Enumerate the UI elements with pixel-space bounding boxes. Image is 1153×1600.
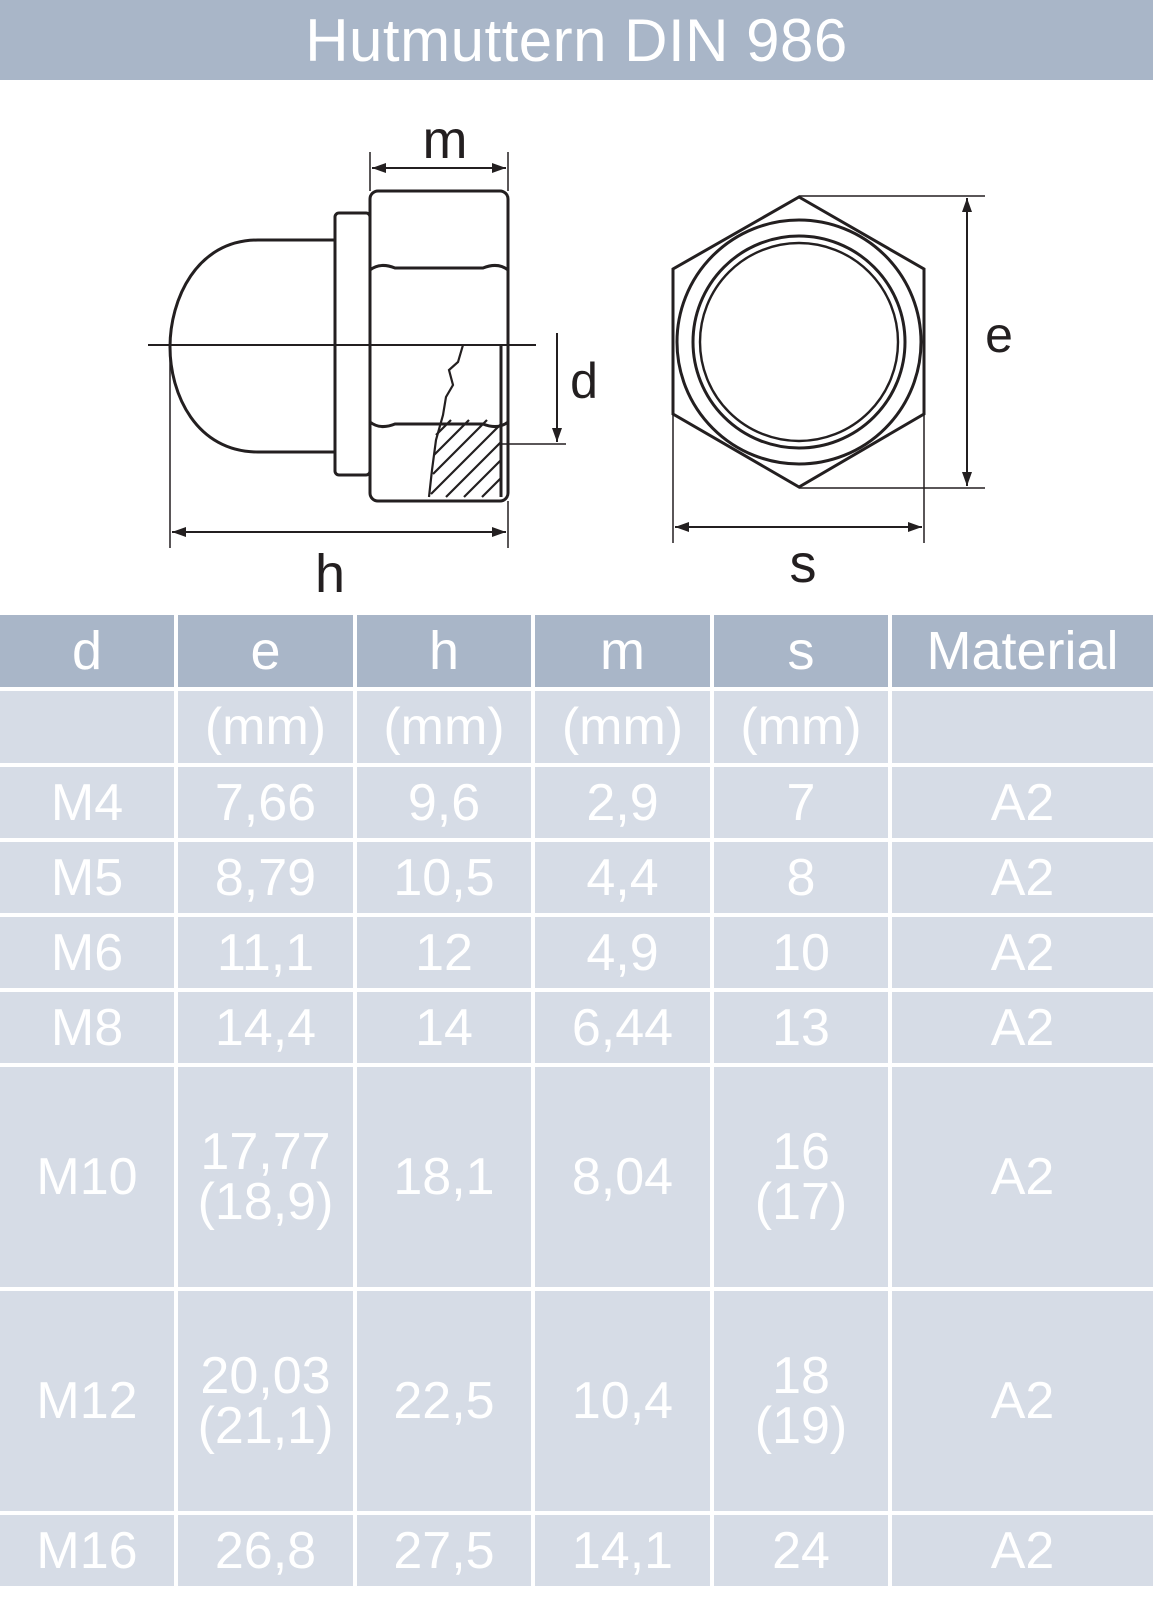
table-cell: 7 [714, 767, 892, 842]
table-cell: A2 [892, 1291, 1153, 1515]
label-h: h [315, 544, 345, 604]
table-cell: A2 [892, 767, 1153, 842]
table-cell: 10,4 [535, 1291, 714, 1515]
table-cell: 10 [714, 917, 892, 992]
page-title: Hutmuttern DIN 986 [0, 0, 1153, 80]
table-cell: 27,5 [357, 1515, 535, 1586]
unit-cell: (mm) [535, 691, 714, 767]
label-e: e [985, 307, 1013, 363]
bore-circle [698, 241, 900, 443]
table-row: M6 11,1 12 4,9 10 A2 [0, 917, 1153, 992]
unit-cell: (mm) [357, 691, 535, 767]
table-cell: 18,1 [357, 1067, 535, 1291]
col-header-s: s [714, 615, 892, 691]
table-cell: M10 [0, 1067, 178, 1291]
table-cell: 6,44 [535, 992, 714, 1067]
unit-cell [892, 691, 1153, 767]
table-cell: 18 (19) [714, 1291, 892, 1515]
unit-cell: (mm) [178, 691, 357, 767]
col-header-material: Material [892, 615, 1153, 691]
table-cell: 26,8 [178, 1515, 357, 1586]
table-cell: A2 [892, 992, 1153, 1067]
table-cell: A2 [892, 842, 1153, 917]
table-row: M10 17,77 (18,9) 18,1 8,04 16 (17) A2 [0, 1067, 1153, 1291]
label-m: m [423, 110, 468, 170]
hexagon [671, 195, 926, 489]
table-cell: 14 [357, 992, 535, 1067]
table-cell: 14,1 [535, 1515, 714, 1586]
col-header-e: e [178, 615, 357, 691]
table-row: M5 8,79 10,5 4,4 8 A2 [0, 842, 1153, 917]
hatch-section [430, 419, 502, 498]
outer-ring [675, 218, 923, 466]
inner-ring [691, 234, 907, 450]
unit-cell [0, 691, 178, 767]
table-cell: 24 [714, 1515, 892, 1586]
table-cell: 8,79 [178, 842, 357, 917]
table-cell: 2,9 [535, 767, 714, 842]
table-cell: A2 [892, 1067, 1153, 1291]
table-cell: 16 (17) [714, 1067, 892, 1291]
spec-table: d e h m s Material (mm) (mm) (mm) (mm) M… [0, 615, 1153, 1586]
table-row: M12 20,03 (21,1) 22,5 10,4 18 (19) A2 [0, 1291, 1153, 1515]
col-header-h: h [357, 615, 535, 691]
table-cell: M5 [0, 842, 178, 917]
table-cell: A2 [892, 917, 1153, 992]
table-cell: 12 [357, 917, 535, 992]
table-row: M8 14,4 14 6,44 13 A2 [0, 992, 1153, 1067]
table-cell: 10,5 [357, 842, 535, 917]
label-s: s [790, 534, 817, 594]
label-d: d [570, 353, 598, 409]
table-row: M16 26,8 27,5 14,1 24 A2 [0, 1515, 1153, 1586]
table-cell: M16 [0, 1515, 178, 1586]
header-row: d e h m s Material [0, 615, 1153, 691]
unit-row: (mm) (mm) (mm) (mm) [0, 691, 1153, 767]
table-cell: 4,9 [535, 917, 714, 992]
table-cell: 17,77 (18,9) [178, 1067, 357, 1291]
table-cell: 8 [714, 842, 892, 917]
break-line [427, 344, 465, 498]
table-cell: M12 [0, 1291, 178, 1515]
table-row: M4 7,66 9,6 2,9 7 A2 [0, 767, 1153, 842]
table-cell: 7,66 [178, 767, 357, 842]
table-cell: M4 [0, 767, 178, 842]
technical-drawing: m d h e s [148, 110, 1013, 604]
table-cell: M6 [0, 917, 178, 992]
table-cell: 4,4 [535, 842, 714, 917]
col-header-d: d [0, 615, 178, 691]
table-cell: 20,03 (21,1) [178, 1291, 357, 1515]
table-cell: 22,5 [357, 1291, 535, 1515]
table-cell: 9,6 [357, 767, 535, 842]
table-cell: M8 [0, 992, 178, 1067]
col-header-m: m [535, 615, 714, 691]
table-cell: A2 [892, 1515, 1153, 1586]
table-cell: 11,1 [178, 917, 357, 992]
unit-cell: (mm) [714, 691, 892, 767]
hex-view [671, 195, 985, 543]
side-view [148, 152, 566, 548]
table-cell: 8,04 [535, 1067, 714, 1291]
table-cell: 13 [714, 992, 892, 1067]
table-cell: 14,4 [178, 992, 357, 1067]
